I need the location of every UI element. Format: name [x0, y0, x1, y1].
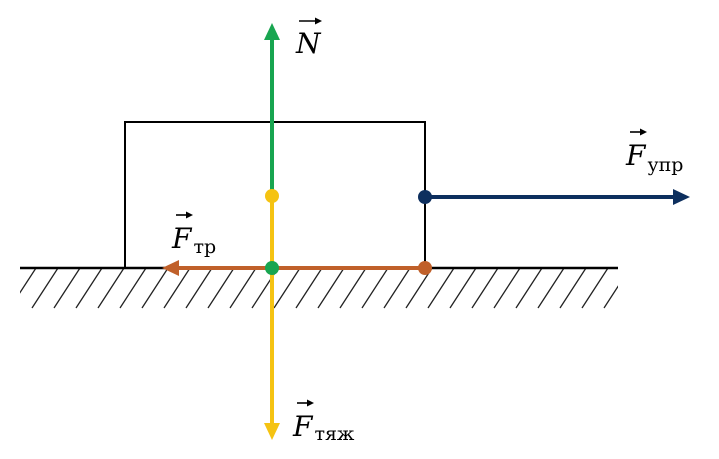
friction-force-arrow: [162, 260, 425, 276]
gravity-force-letter: F: [292, 410, 314, 443]
hatch-line: [97, 268, 125, 309]
friction-force-subscript: тр: [193, 236, 216, 258]
vector-arrowhead-icon: [307, 399, 314, 407]
hatch-line: [20, 268, 37, 294]
hatch-line: [427, 268, 455, 309]
hatch-line: [648, 268, 674, 308]
elastic-force-letter: F: [625, 139, 647, 172]
friction-force-application-point: [418, 261, 432, 275]
hatch-line: [405, 268, 433, 309]
vector-arrowhead-icon: [186, 211, 193, 219]
hatch-line: [295, 268, 323, 309]
hatch-line: [185, 268, 213, 309]
friction-force-letter: F: [171, 222, 193, 255]
hatch-line: [119, 268, 147, 309]
hatch-line: [515, 268, 543, 309]
elastic-force-subscript: упр: [647, 154, 683, 176]
normal-force-label: N: [295, 17, 322, 60]
hatch-line: [537, 268, 565, 309]
vector-arrowhead-icon: [640, 128, 647, 136]
gravity-force-subscript: тяж: [314, 423, 354, 445]
hatch-line: [449, 268, 477, 309]
gravity-force-application-point: [265, 189, 279, 203]
elastic-force-application-point: [418, 190, 432, 204]
hatch-line: [141, 268, 169, 309]
svg-text:N: N: [295, 27, 322, 60]
elastic-force-arrow: [425, 189, 690, 205]
ground-hatching: [20, 268, 674, 309]
hatch-line: [471, 268, 499, 309]
hatch-line: [229, 268, 257, 309]
svg-text:Fтр: Fтр: [171, 222, 216, 258]
hatch-line: [383, 268, 411, 309]
hatch-line: [53, 268, 81, 309]
normal-force-letter: N: [295, 27, 322, 60]
hatch-line: [339, 268, 367, 309]
normal-force-application-point: [265, 261, 279, 275]
hatch-line: [626, 268, 652, 308]
hatch-line: [361, 268, 389, 309]
hatch-line: [493, 268, 521, 309]
hatch-line: [207, 268, 235, 309]
hatch-line: [273, 268, 301, 309]
hatch-line: [581, 268, 609, 309]
hatch-line: [559, 268, 587, 309]
hatch-line: [163, 268, 191, 309]
vector-arrowhead-icon: [315, 17, 322, 25]
hatch-line: [31, 268, 59, 309]
gravity-force-arrow: [264, 196, 280, 440]
hatch-line: [603, 285, 618, 309]
hatch-line: [317, 268, 345, 309]
hatch-line: [75, 268, 103, 309]
